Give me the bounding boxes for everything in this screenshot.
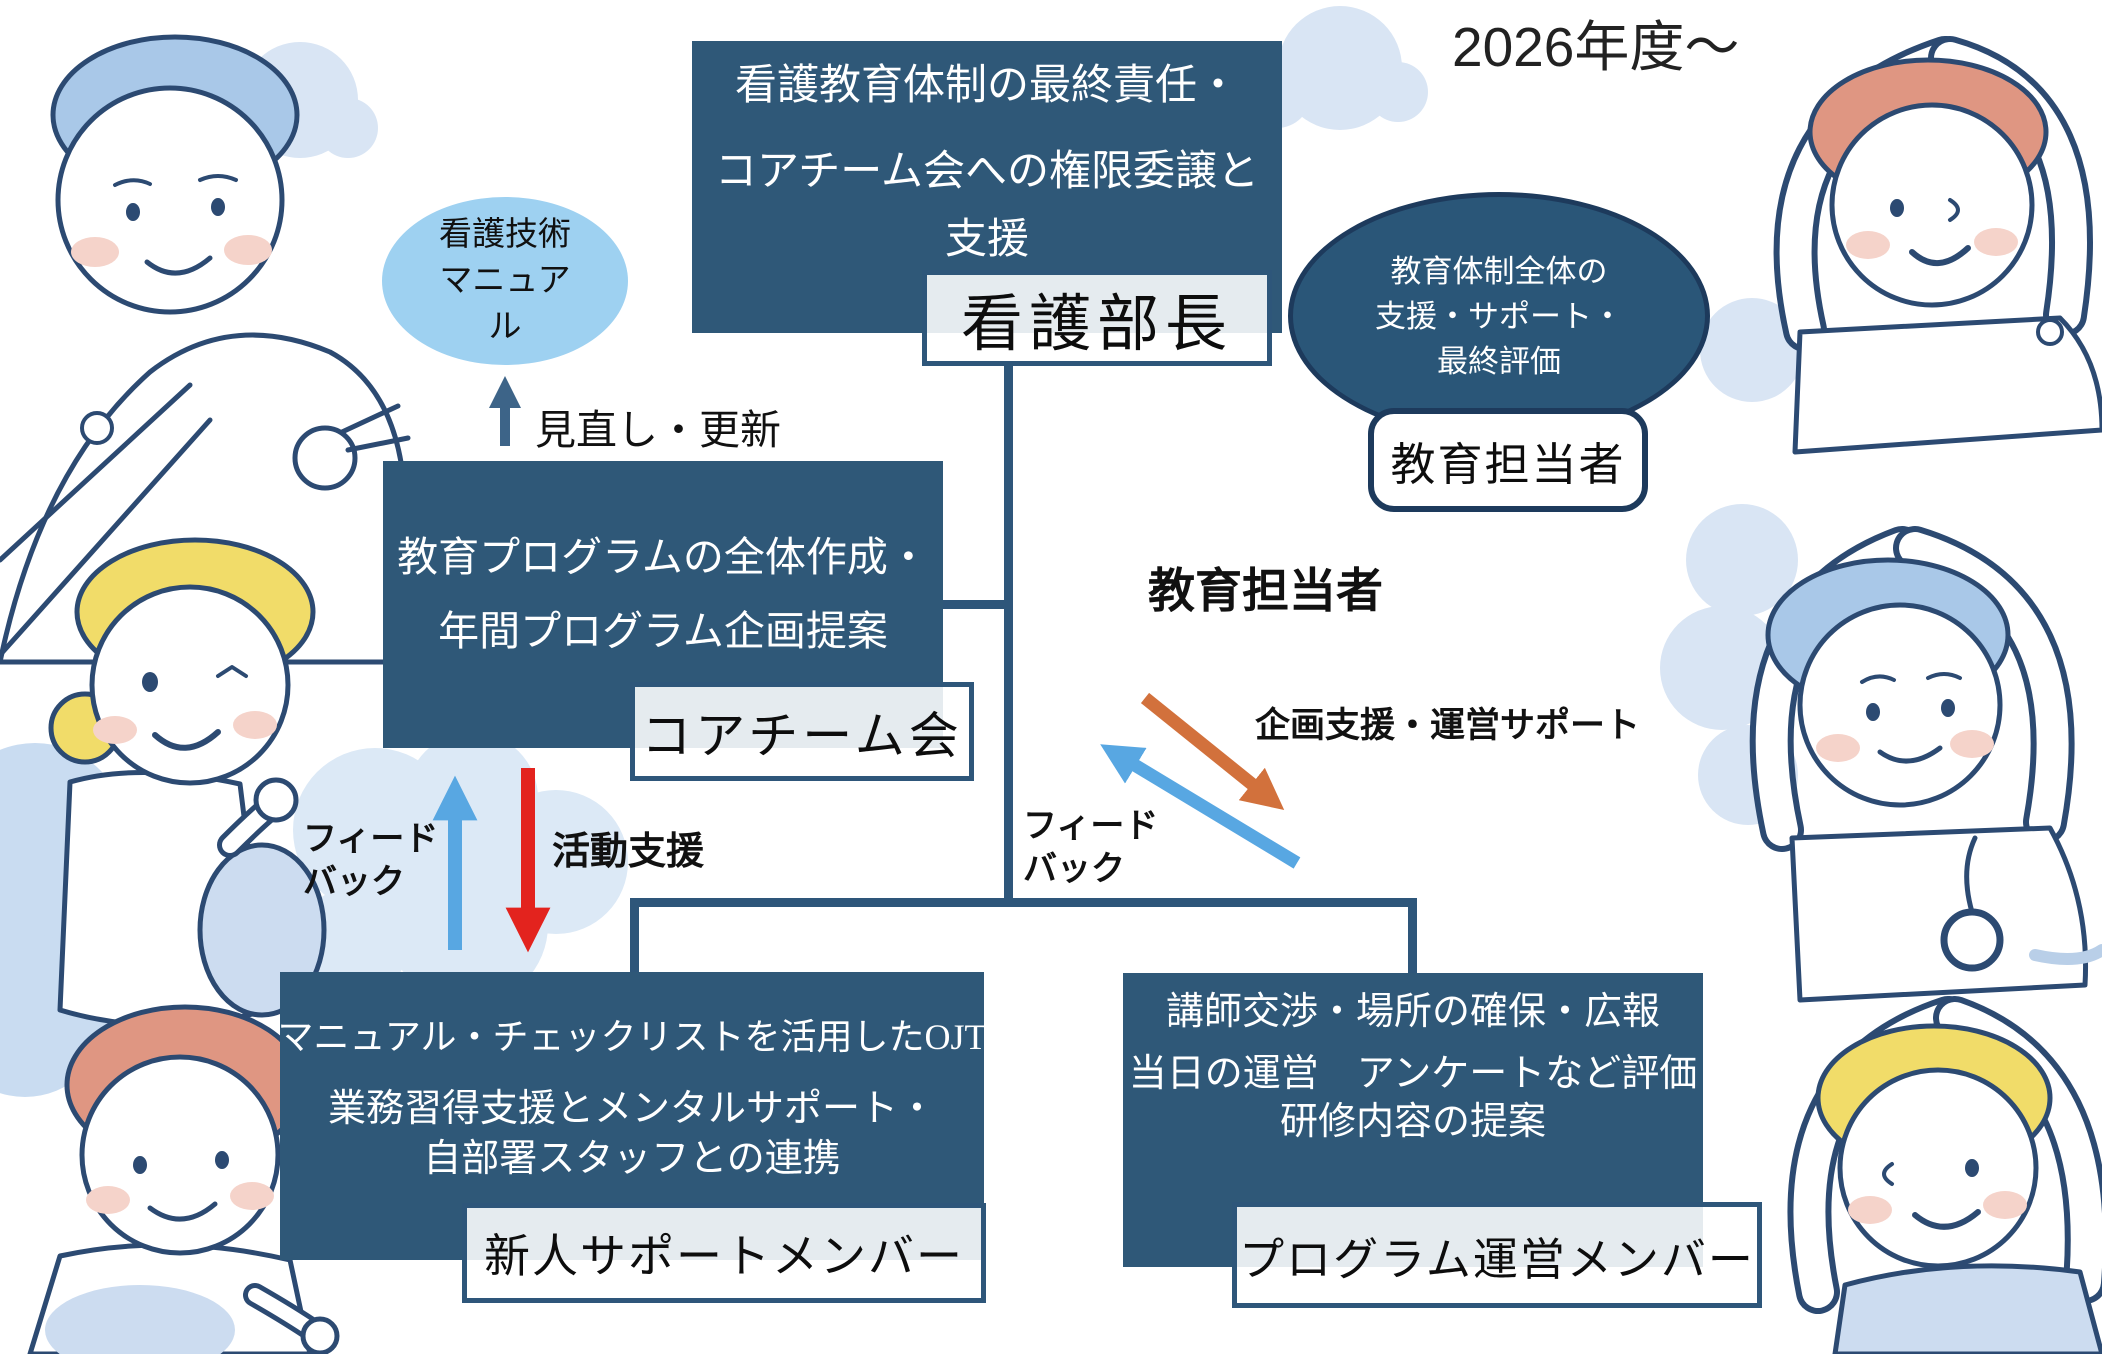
connector-newcomer-vertical <box>630 898 639 974</box>
feedback-left-line: フィード <box>303 821 439 858</box>
manual-ellipse: 看護技術 マニュア ル <box>382 197 628 365</box>
director-task-line: 支援 <box>944 217 1029 263</box>
educator-center-label: 教育担当者 <box>1148 564 1383 617</box>
activity-support-label: 活動支援 <box>552 831 705 873</box>
review-update-label: 見直し・更新 <box>535 407 781 453</box>
director-name-tag: 看護部長 <box>922 270 1272 366</box>
feedback-left-line: バック <box>303 864 405 901</box>
manual-line: ル <box>488 309 522 345</box>
director-task-line: 看護教育体制の最終責任・ <box>734 63 1239 109</box>
manual-line: 看護技術 <box>439 217 571 253</box>
nurse-figure-mid-left <box>48 537 327 1028</box>
newcomer-task-line: 自部署スタッフとの連携 <box>423 1138 841 1180</box>
nurse-figure-bottom-right <box>1787 996 2102 1354</box>
educator-name-tag: 教育担当者 <box>1368 408 1648 512</box>
connector-director-vertical <box>1004 362 1013 904</box>
feedback-right-line: フィード <box>1023 808 1159 845</box>
educator-bubble-line: 最終評価 <box>1437 343 1561 379</box>
feedback-left-label: フィード バック <box>303 818 438 904</box>
connector-coreteam-horizontal <box>943 600 1009 609</box>
core-team-task-line: 教育プログラムの全体作成・ <box>397 534 929 580</box>
feedback-right-line: バック <box>1023 851 1125 888</box>
manual-line: マニュア <box>439 263 571 299</box>
program-task-line: 当日の運営 アンケートなど評価 <box>1128 1053 1698 1095</box>
educator-bubble-line: 支援・サポート・ <box>1375 298 1623 334</box>
year-note: 2026年度～ <box>1452 16 1740 78</box>
plan-support-label: 企画支援・運営サポート <box>1255 706 1641 745</box>
core-team-task-line: 年間プログラム企画提案 <box>438 608 888 654</box>
core-team-name-tag: コアチーム会 <box>630 682 974 781</box>
program-task-line: 講師交渉・場所の確保・広報 <box>1165 991 1660 1033</box>
educator-bubble-line: 教育体制全体の <box>1390 253 1608 289</box>
connector-program-vertical <box>1408 898 1417 975</box>
nurse-figure-bottom-left <box>27 1004 340 1354</box>
feedback-right-label: フィード バック <box>1023 805 1158 891</box>
educator-bubble: 教育体制全体の 支援・サポート・ 最終評価 <box>1288 192 1710 440</box>
program-task-line: 研修内容の提案 <box>1279 1101 1546 1143</box>
newcomer-name-tag: 新人サポートメンバー <box>462 1203 986 1303</box>
nurse-figure-top-right <box>1773 36 2102 455</box>
director-task-line: コアチーム会への権限委譲と <box>715 149 1259 195</box>
newcomer-task-line: マニュアル・チェックリストを活用したOJT <box>277 1017 987 1057</box>
newcomer-task-line: 業務習得支援とメンタルサポート・ <box>327 1088 936 1130</box>
program-name-tag: プログラム運営メンバー <box>1232 1202 1762 1308</box>
connector-bottom-horizontal <box>630 898 1417 907</box>
nurse-figure-mid-right <box>1749 526 2102 1003</box>
